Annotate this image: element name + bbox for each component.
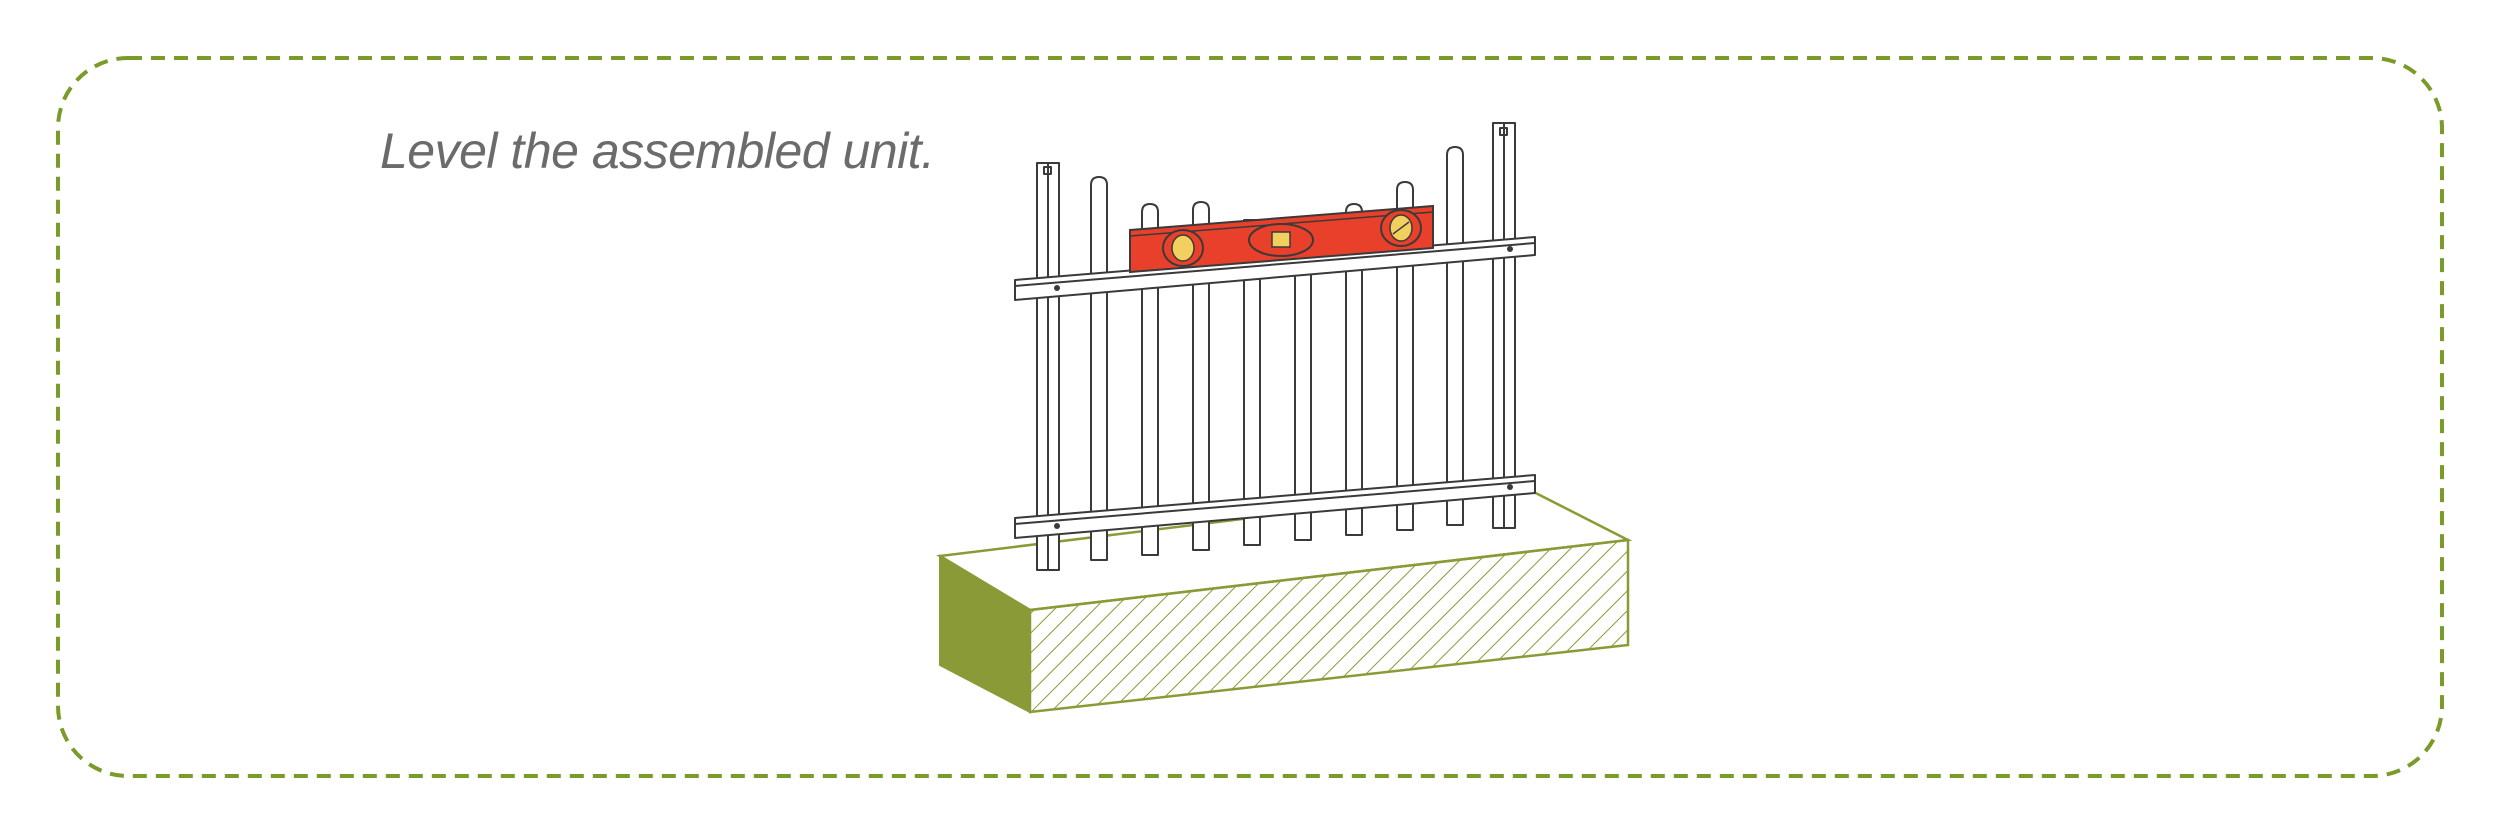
base-side-face	[939, 554, 1031, 714]
bottom-rail	[1014, 474, 1536, 539]
spirit-level-icon	[1129, 204, 1434, 274]
right-post	[1492, 122, 1516, 529]
fence-panel	[1014, 122, 1536, 571]
dashed-border	[56, 56, 2444, 778]
left-post	[1036, 162, 1060, 571]
instruction-text: Level the assembled unit.	[380, 123, 935, 179]
